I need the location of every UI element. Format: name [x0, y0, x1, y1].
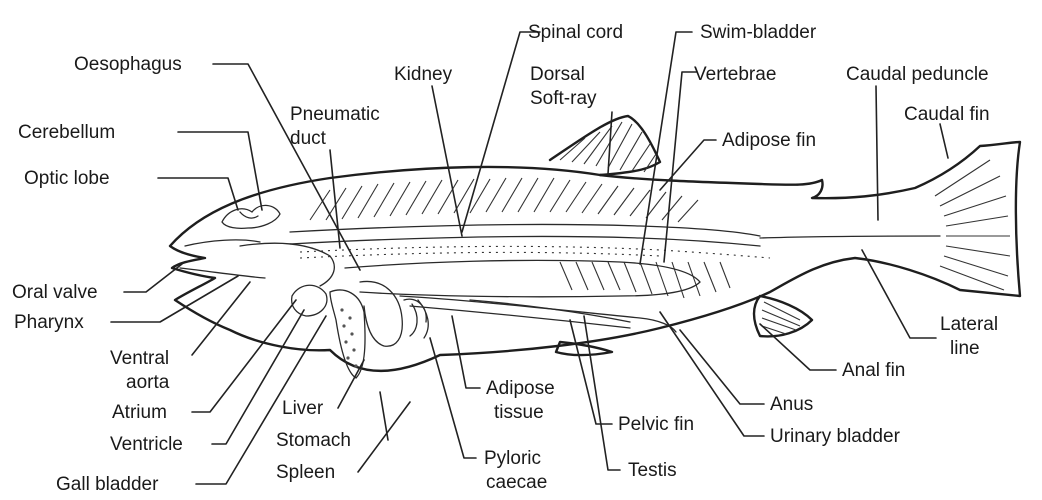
caudal-rays [935, 160, 1010, 290]
gut [400, 296, 676, 332]
heart [292, 285, 327, 316]
label-pneumatic-duct-line1: Pneumatic [290, 104, 380, 125]
label-lateral-line-line2: line [950, 338, 980, 359]
label-gall-bladder: Gall bladder [56, 474, 159, 495]
label-caudal-fin: Caudal fin [904, 104, 990, 125]
ventral-rays [560, 262, 730, 298]
label-testis: Testis [628, 460, 677, 481]
label-adipose-tissue-line1: Adipose [486, 378, 555, 399]
label-spleen: Spleen [276, 462, 335, 483]
fish-body-outline [170, 142, 1020, 371]
label-kidney: Kidney [394, 64, 453, 85]
label-ventricle: Ventricle [110, 434, 183, 455]
label-adipose-fin: Adipose fin [722, 130, 816, 151]
label-urinary-bladder: Urinary bladder [770, 426, 901, 447]
label-stomach: Stomach [276, 430, 351, 451]
operculum [240, 243, 334, 286]
label-anus: Anus [770, 394, 813, 415]
label-pyloric-caecae-line2: caecae [486, 472, 547, 493]
label-pelvic-fin: Pelvic fin [618, 414, 694, 435]
label-lateral-line-line1: Lateral [940, 314, 998, 335]
label-spinal-cord: Spinal cord [528, 22, 623, 43]
label-vertebrae: Vertebrae [694, 64, 776, 85]
label-cerebellum: Cerebellum [18, 122, 115, 143]
label-adipose-tissue-line2: tissue [494, 402, 544, 423]
label-dorsal-soft-ray-line1: Dorsal [530, 64, 585, 85]
liver-organ [330, 290, 365, 378]
label-swim-bladder: Swim-bladder [700, 22, 817, 43]
label-pyloric-caecae-line1: Pyloric [484, 448, 541, 469]
brain [222, 205, 280, 228]
lateral-line [760, 236, 940, 238]
label-oesophagus: Oesophagus [74, 54, 182, 75]
label-optic-lobe: Optic lobe [24, 168, 110, 189]
label-oral-valve: Oral valve [12, 282, 98, 303]
pelvic-fin [556, 342, 612, 355]
stomach-organ [360, 281, 402, 346]
label-caudal-peduncle: Caudal peduncle [846, 64, 989, 85]
label-ventral-aorta-line2: aorta [126, 372, 170, 393]
pyloric-organ [404, 299, 428, 338]
dorsal-fin [550, 116, 660, 175]
anal-fin [754, 296, 812, 336]
dorsal-rays [310, 178, 698, 222]
label-anal-fin: Anal fin [842, 360, 905, 381]
label-pneumatic-duct-line2: duct [290, 128, 327, 149]
label-atrium: Atrium [112, 402, 167, 423]
spinal-cord [290, 224, 760, 236]
label-ventral-aorta-line1: Ventral [110, 348, 169, 369]
label-dorsal-soft-ray-line2: Soft-ray [530, 88, 597, 109]
label-pharynx: Pharynx [14, 312, 84, 333]
label-liver: Liver [282, 398, 324, 419]
